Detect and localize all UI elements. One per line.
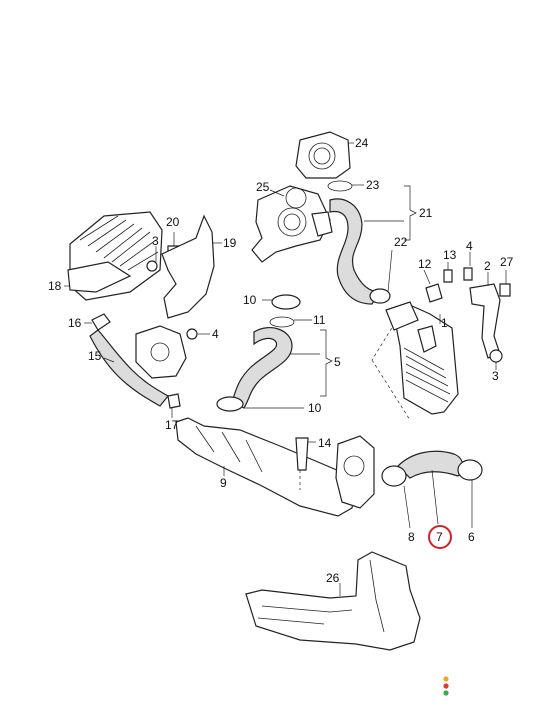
callout-25: 25 <box>256 180 270 194</box>
callout-17: 17 <box>165 418 179 432</box>
callout-2: 2 <box>484 259 491 273</box>
bracket <box>161 214 215 319</box>
callout-12: 12 <box>418 257 432 271</box>
o-ring <box>327 180 353 192</box>
hose-clamp <box>369 288 391 304</box>
bolt <box>146 260 158 272</box>
callout-labels: 24 25 23 21 20 3 19 22 13 4 12 2 27 18 1… <box>48 136 514 585</box>
sealing-ring <box>91 313 111 331</box>
callout-10: 10 <box>308 401 322 415</box>
callout-6: 6 <box>468 530 475 544</box>
bolt <box>499 283 511 297</box>
callout-22: 22 <box>394 235 408 249</box>
indicator-dot-red <box>443 683 449 689</box>
callout-18: 18 <box>48 279 62 293</box>
callout-14: 14 <box>318 436 332 450</box>
callout-3: 3 <box>152 234 159 248</box>
air-filter-housing <box>67 211 163 301</box>
callout-9: 9 <box>220 476 227 490</box>
air-guide-duct <box>245 551 421 651</box>
status-indicator <box>443 676 449 696</box>
indicator-dot-orange <box>443 676 449 682</box>
bolt <box>443 269 453 283</box>
charge-air-pipe <box>175 417 357 517</box>
flange-plate <box>135 325 187 379</box>
hose-clamp <box>216 396 244 412</box>
callout-3: 3 <box>492 369 499 383</box>
hose-clamp <box>271 294 301 310</box>
callout-5: 5 <box>334 355 341 369</box>
intercooler <box>385 301 459 415</box>
bolt <box>295 437 309 471</box>
left-intake-hose <box>89 329 169 407</box>
middle-intake-hose <box>231 327 293 409</box>
bolt <box>186 328 198 340</box>
clamp <box>167 393 181 409</box>
callout-4: 4 <box>212 327 219 341</box>
sensor <box>425 283 443 303</box>
callout-19: 19 <box>223 236 237 250</box>
callout-21: 21 <box>419 206 433 220</box>
callout-8: 8 <box>408 530 415 544</box>
indicator-dot-green <box>443 690 449 696</box>
hose-clamp <box>381 465 407 487</box>
callout-16: 16 <box>68 316 82 330</box>
o-ring <box>269 316 295 328</box>
callout-7: 7 <box>436 530 443 544</box>
callout-15: 15 <box>88 349 102 363</box>
bracket <box>469 283 501 359</box>
hose-clamp <box>457 459 483 481</box>
callout-10: 10 <box>243 293 257 307</box>
callout-26: 26 <box>326 571 340 585</box>
callout-13: 13 <box>443 248 457 262</box>
upper-intake-hose <box>329 198 382 305</box>
lower-intake-hose <box>397 450 464 479</box>
callout-27: 27 <box>500 255 514 269</box>
callout-23: 23 <box>366 178 380 192</box>
callout-24: 24 <box>355 136 369 150</box>
nut <box>489 349 503 363</box>
callout-1: 1 <box>441 316 448 330</box>
callout-20: 20 <box>166 215 180 229</box>
throttle-body <box>295 131 351 179</box>
callout-11: 11 <box>313 313 326 327</box>
bolt <box>463 267 473 281</box>
turbocharger <box>251 185 333 263</box>
flange-plate <box>335 435 375 509</box>
callout-4: 4 <box>466 239 473 253</box>
highlight-ring <box>428 525 452 549</box>
